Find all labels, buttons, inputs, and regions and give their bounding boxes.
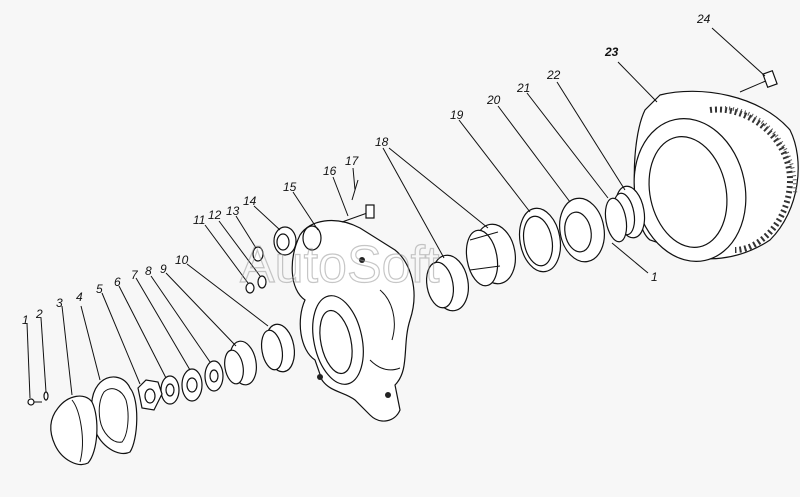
callout-22: 22 [546, 68, 561, 82]
watermark: AutoSoft [240, 236, 440, 294]
callout-20: 20 [486, 93, 501, 107]
callout-1-duplicate: 1 [651, 270, 658, 284]
part-11-nut [245, 282, 255, 294]
leader-lines [26, 27, 766, 399]
part-3-hub-cap [50, 395, 98, 466]
callout-7: 7 [131, 268, 139, 282]
callout-4: 4 [76, 290, 83, 304]
callout-13: 13 [226, 204, 240, 218]
part-8-washer [204, 360, 224, 392]
part-15-hub-housing [291, 220, 415, 422]
part-23-brake-drum [633, 90, 799, 262]
callout-18: 18 [375, 135, 389, 149]
callout-6: 6 [114, 275, 121, 289]
callout-1: 1 [22, 313, 29, 327]
callout-5: 5 [96, 282, 103, 296]
part-18-bearing-race [425, 254, 469, 312]
part-9-cone-bearing [224, 340, 257, 386]
part-6-washer [160, 375, 180, 405]
callout-19: 19 [450, 108, 464, 122]
part-12-washer [257, 275, 267, 289]
callout-3: 3 [56, 296, 63, 310]
callout-8: 8 [145, 264, 152, 278]
part-21-ring [604, 197, 628, 243]
callout-24: 24 [696, 12, 711, 26]
part-19-gasket [518, 207, 562, 273]
callout-14: 14 [243, 194, 257, 208]
callout-16: 16 [323, 164, 337, 178]
part-10-inner-bearing [260, 323, 296, 373]
callout-12: 12 [208, 208, 222, 222]
callout-15: 15 [283, 180, 297, 194]
part-7-lock-washer [181, 368, 203, 402]
callout-2: 2 [35, 307, 43, 321]
part-16-pin [341, 204, 375, 223]
part-14-bushing [273, 226, 297, 256]
callout-9: 9 [160, 262, 167, 276]
part-1-screw [27, 398, 42, 406]
callout-23: 23 [604, 45, 619, 59]
callout-10: 10 [175, 253, 189, 267]
callout-11: 11 [193, 213, 205, 227]
callout-21: 21 [516, 81, 530, 95]
part-4-gasket [91, 376, 138, 454]
part-24-bolt [739, 69, 778, 93]
part-5-nut [137, 379, 163, 411]
part-18-outer-bearing [465, 223, 516, 287]
part-20-retainer [559, 197, 605, 263]
part-2-spring-washer [43, 391, 49, 401]
part-13-washer [252, 246, 264, 262]
callout-17: 17 [345, 154, 360, 168]
